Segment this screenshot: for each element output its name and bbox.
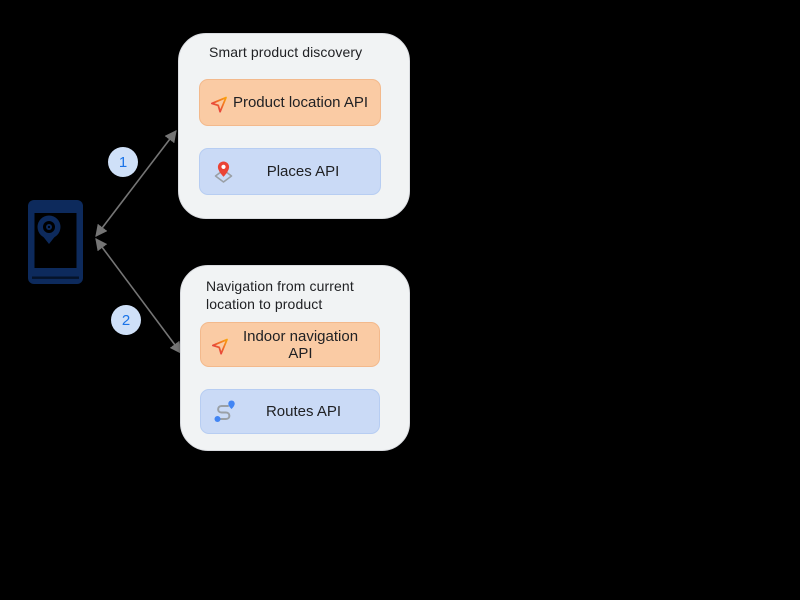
chip-label: Indoor navigation API [242,327,359,362]
chip-places-api: Places API [199,148,381,195]
group-navigation-to-product: Navigation from current location to prod… [180,265,410,451]
chip-label: Places API [266,163,340,180]
chip-product-location-api: Product location API [199,79,381,126]
group-title: Smart product discovery [209,44,363,60]
mobile-device-icon [28,200,83,284]
chip-label: Product location API [232,94,369,111]
chip-routes-api: Routes API [200,389,380,434]
arrow-1 [95,130,177,237]
group-title: Navigation from current location to prod… [206,278,354,312]
screen-location-pin-icon [37,215,61,244]
step-badge-1-label: 1 [118,153,128,171]
step-badge-2: 2 [111,305,141,335]
chip-indoor-navigation-api: Indoor navigation API [200,322,380,367]
routes-icon [212,400,238,424]
step-badge-1: 1 [108,147,138,177]
navigation-arrow-icon [211,93,231,113]
group-smart-product-discovery: Smart product discovery Product location… [178,33,410,219]
places-pin-icon [211,160,236,184]
navigation-arrow-icon [212,335,232,355]
step-badge-2-label: 2 [121,311,131,329]
arrow-2 [95,238,182,354]
chip-label: Routes API [265,403,342,420]
